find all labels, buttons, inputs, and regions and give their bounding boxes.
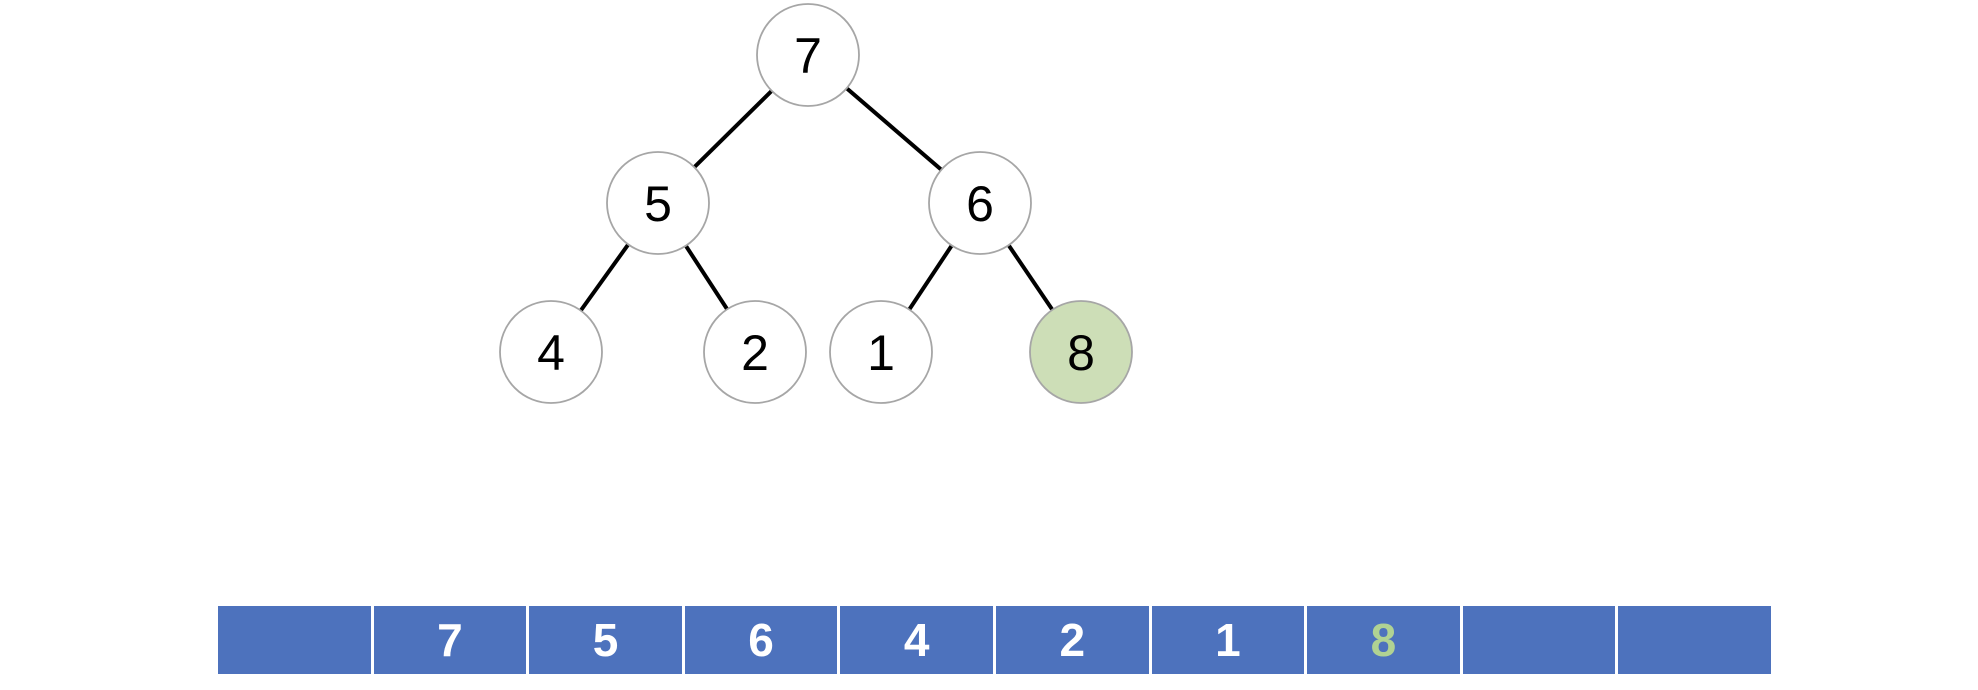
- array-cell: 1: [1151, 606, 1305, 674]
- tree-node-circle: [928, 151, 1032, 255]
- tree-node: 1: [829, 300, 933, 404]
- tree-node-value: 8: [1067, 325, 1095, 381]
- array-cell: [218, 606, 371, 674]
- tree-nodes: 7 5 6 4 2 1 8: [499, 3, 1133, 404]
- tree-node-value: 4: [537, 325, 565, 381]
- tree-node-value: 7: [794, 28, 822, 84]
- array-cell: 4: [840, 606, 993, 674]
- tree-node: 4: [499, 300, 603, 404]
- tree-node-circle: [756, 3, 860, 107]
- tree-node-value: 6: [966, 176, 994, 232]
- tree-node-value: 2: [741, 325, 769, 381]
- tree-node: 7: [756, 3, 860, 107]
- array-cell-highlighted: 8: [1307, 606, 1460, 674]
- tree-node-circle: [703, 300, 807, 404]
- tree-node-value: 5: [644, 176, 672, 232]
- array-cell: 5: [529, 606, 682, 674]
- tree-node-circle: [606, 151, 710, 255]
- tree-node: 2: [703, 300, 807, 404]
- tree-node: 6: [928, 151, 1032, 255]
- array-cell: [1462, 606, 1616, 674]
- array-cell: 7: [373, 606, 527, 674]
- tree-node-circle: [499, 300, 603, 404]
- array-cell: [1618, 606, 1771, 674]
- tree-node-value: 1: [867, 325, 895, 381]
- tree-node-circle-highlighted: [1029, 300, 1133, 404]
- tree-node: 8: [1029, 300, 1133, 404]
- array-cell: 6: [684, 606, 838, 674]
- tree-node-circle: [829, 300, 933, 404]
- array-cell: 2: [995, 606, 1149, 674]
- tree-node: 5: [606, 151, 710, 255]
